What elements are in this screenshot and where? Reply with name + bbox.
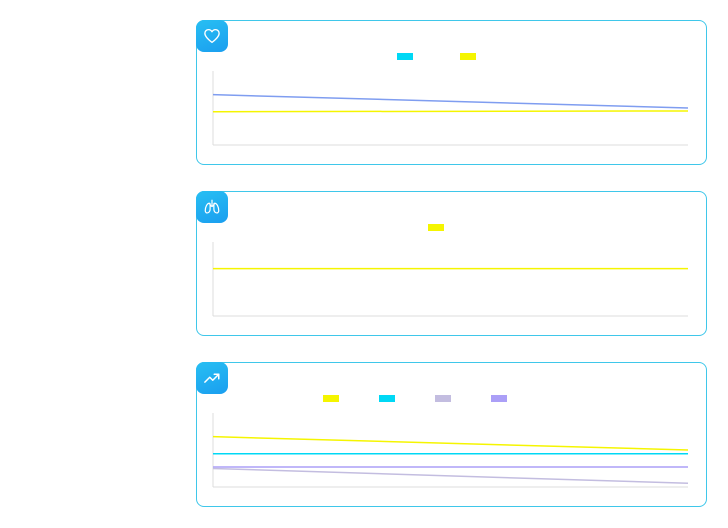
lungs-icon-badge[interactable] (196, 191, 228, 223)
legend-swatch[interactable] (428, 224, 444, 231)
legend-swatch[interactable] (323, 395, 339, 402)
chart-panel-heart (196, 20, 707, 165)
trending-up-icon (204, 373, 220, 383)
legend-swatch[interactable] (491, 395, 507, 402)
legend-swatch[interactable] (435, 395, 451, 402)
line-chart (212, 242, 688, 317)
line-chart (212, 71, 689, 146)
chart-panel-trending (196, 362, 707, 507)
legend-swatch[interactable] (397, 53, 413, 60)
legend-swatch[interactable] (379, 395, 395, 402)
trending-up-icon-badge[interactable] (196, 362, 228, 394)
series-line-2 (212, 110, 689, 113)
series-line-4 (212, 467, 689, 485)
series-line-1 (212, 435, 689, 451)
lungs-icon (204, 199, 220, 214)
series-line-1 (212, 93, 689, 109)
line-chart (212, 413, 689, 488)
legend-swatch[interactable] (460, 53, 476, 60)
chart-panel-lungs (196, 191, 707, 336)
heart-icon (204, 28, 220, 44)
heart-icon-badge[interactable] (196, 20, 228, 52)
